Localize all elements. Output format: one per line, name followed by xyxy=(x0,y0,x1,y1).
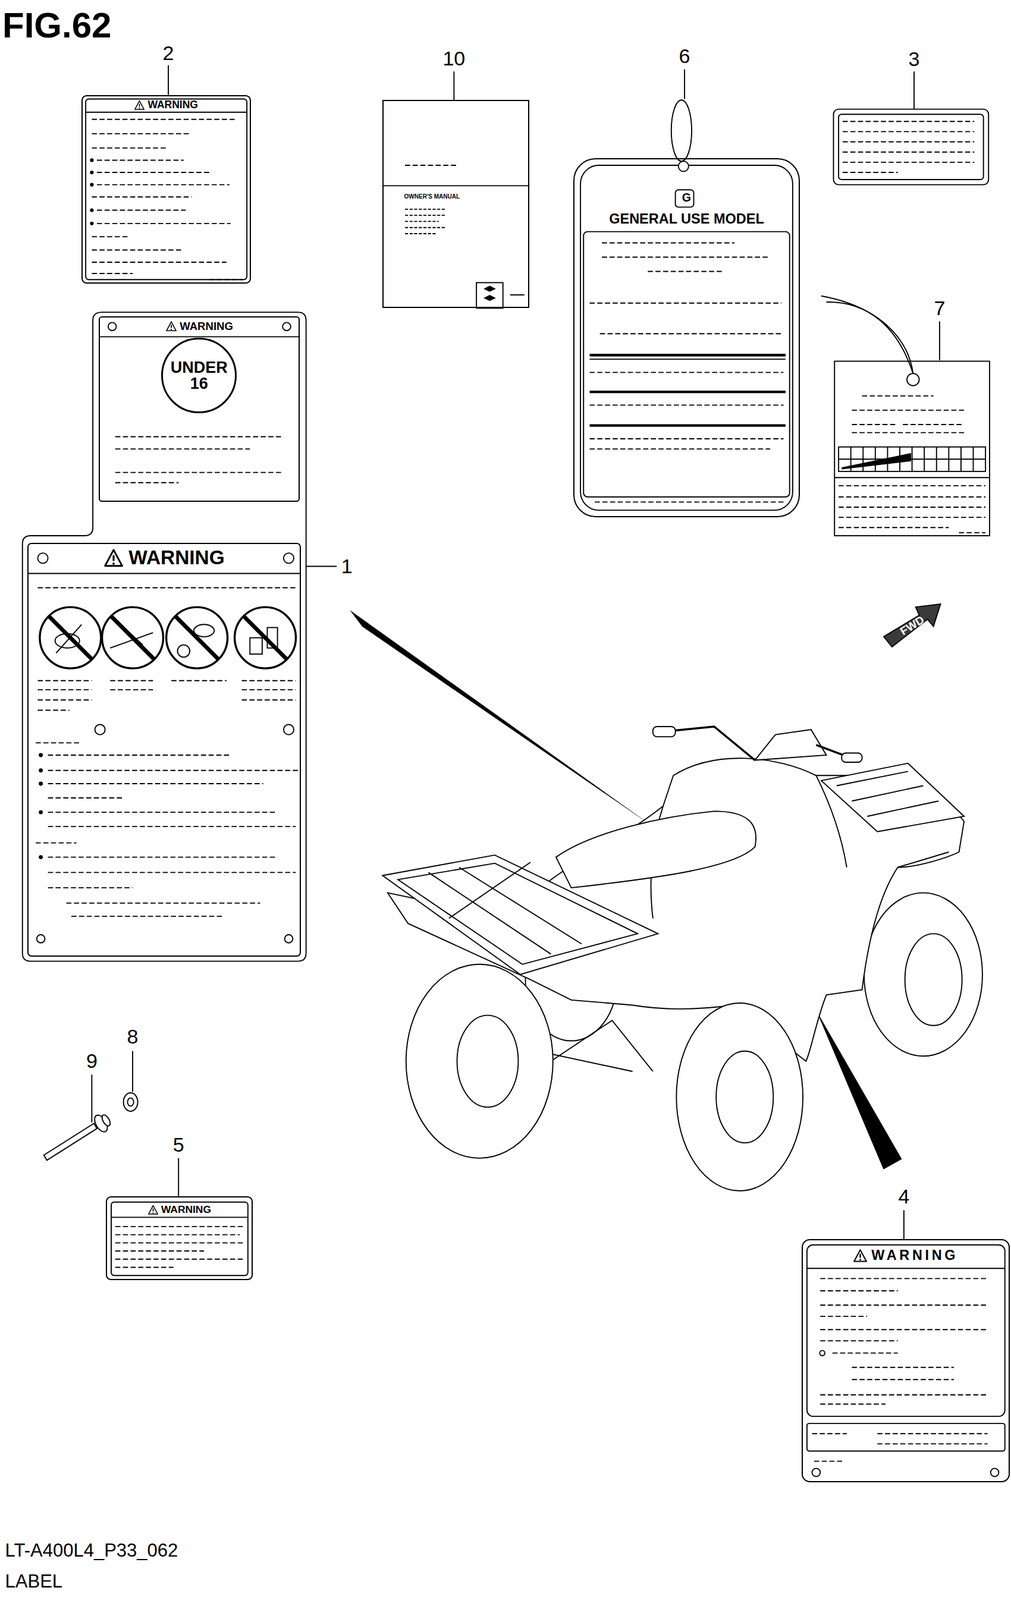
callout-number: 9 xyxy=(86,1050,98,1072)
text-row: WARNING xyxy=(107,1204,252,1215)
drawing-code: LT-A400L4_P33_062 xyxy=(5,1541,179,1560)
warning-triangle xyxy=(165,321,177,332)
warning-panel: WARNING xyxy=(27,542,301,957)
drawing-name: LABEL xyxy=(5,1571,64,1591)
age-circle: UNDER 16 xyxy=(161,337,237,414)
manual-art xyxy=(382,165,530,309)
warning-panel: WARNING UNDER 16 xyxy=(98,316,300,502)
manual-title: OWNER'S MANUAL xyxy=(404,193,460,200)
warning-heading: WARNING xyxy=(147,99,198,111)
hang-tag: G GENERAL USE MODEL xyxy=(573,158,800,518)
warning-triangle xyxy=(104,548,124,568)
tag-heading: GENERAL USE MODEL xyxy=(608,212,765,226)
warning-heading: WARNING xyxy=(128,548,225,568)
label-2-art xyxy=(85,98,247,280)
callout-number: 5 xyxy=(173,1134,185,1155)
text-row: GENERAL USE MODEL xyxy=(574,212,799,226)
fwd-text: FWD xyxy=(898,613,926,637)
callout-number: 10 xyxy=(442,48,466,69)
atv-illustration xyxy=(382,726,983,1192)
leader-lines xyxy=(91,65,940,1240)
owners-manual: OWNER'S MANUAL xyxy=(382,99,530,309)
callout-number: 2 xyxy=(162,42,175,64)
callout-number: 1 xyxy=(341,556,353,577)
text-row: UNDER 16 xyxy=(162,359,235,392)
label-1-art xyxy=(22,312,307,962)
text-row: OWNER'S MANUAL xyxy=(404,193,460,200)
label-3-art xyxy=(833,109,989,185)
text-row: WARNING xyxy=(802,1248,1009,1263)
callout-number: 4 xyxy=(898,1186,910,1207)
tag-6-art xyxy=(580,99,793,511)
callout-number: 3 xyxy=(908,48,921,69)
callout-number: 6 xyxy=(679,45,691,67)
figure-title: FIG.62 xyxy=(2,7,112,44)
fwd-arrow: FWD xyxy=(882,600,942,652)
label-5-art xyxy=(111,1202,248,1277)
text-row: WARNING xyxy=(28,548,300,568)
callout-number: 8 xyxy=(127,1026,139,1047)
washer-rivet xyxy=(44,1093,138,1161)
warning-label: WARNING xyxy=(81,95,251,284)
warning-triangle xyxy=(148,1204,159,1215)
age-text: UNDER 16 xyxy=(169,359,229,392)
text-row: FWD xyxy=(883,604,940,646)
warning-label: WARNING xyxy=(801,1239,1010,1483)
tag-7-art xyxy=(821,296,990,536)
warning-triangle xyxy=(134,99,145,111)
warning-triangle xyxy=(853,1248,868,1263)
warning-heading: WARNING xyxy=(179,321,234,333)
pointer-wedge xyxy=(349,610,653,827)
warning-heading: WARNING xyxy=(871,1248,959,1263)
text-row: WARNING xyxy=(99,321,299,333)
callout-number: 7 xyxy=(933,297,945,319)
tag-letter: G xyxy=(682,192,692,204)
warning-heading: WARNING xyxy=(161,1204,212,1215)
text-row: G xyxy=(574,192,799,204)
text-row: WARNING xyxy=(82,99,250,111)
label-4-art xyxy=(807,1245,1006,1478)
warning-label: WARNING xyxy=(105,1196,253,1281)
